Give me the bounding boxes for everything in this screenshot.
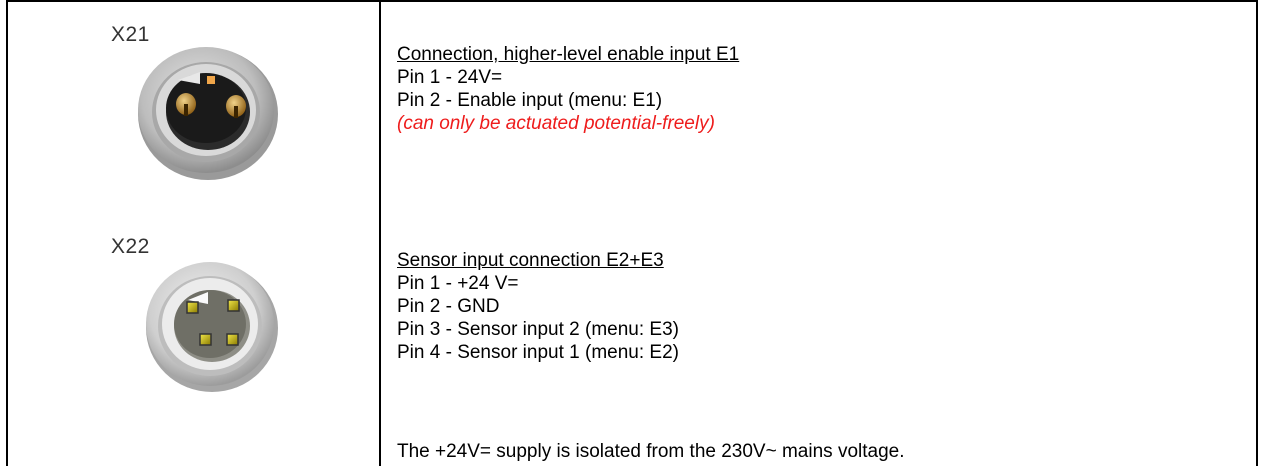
connector-x21-icon bbox=[138, 47, 278, 180]
x21-pin-1: Pin 1 - 24V= bbox=[397, 67, 503, 88]
table-column-divider bbox=[379, 0, 381, 466]
x21-pin-2: Pin 2 - Enable input (menu: E1) bbox=[397, 90, 663, 111]
x22-pin-2: Pin 2 - GND bbox=[397, 296, 500, 317]
table-left-border bbox=[6, 0, 8, 466]
x21-note: (can only be actuated potential-freely) bbox=[397, 113, 715, 134]
x22-pin-1: Pin 1 - +24 V= bbox=[397, 273, 519, 294]
table-top-border bbox=[6, 0, 1258, 2]
x21-heading: Connection, higher-level enable input E1 bbox=[397, 44, 740, 65]
x22-pin-3: Pin 3 - Sensor input 2 (menu: E3) bbox=[397, 319, 679, 340]
x21-description: Connection, higher-level enable input E1… bbox=[397, 43, 739, 135]
table-right-border bbox=[1256, 0, 1258, 466]
x22-pin-4: Pin 4 - Sensor input 1 (menu: E2) bbox=[397, 342, 679, 363]
connector-label-x21: X21 bbox=[111, 23, 150, 46]
isolation-note: The +24V= supply is isolated from the 23… bbox=[397, 441, 905, 462]
connector-x22-icon bbox=[146, 262, 278, 392]
x22-description: Sensor input connection E2+E3 Pin 1 - +2… bbox=[397, 249, 679, 364]
x22-heading: Sensor input connection E2+E3 bbox=[397, 250, 664, 271]
connector-label-x22: X22 bbox=[111, 235, 150, 258]
